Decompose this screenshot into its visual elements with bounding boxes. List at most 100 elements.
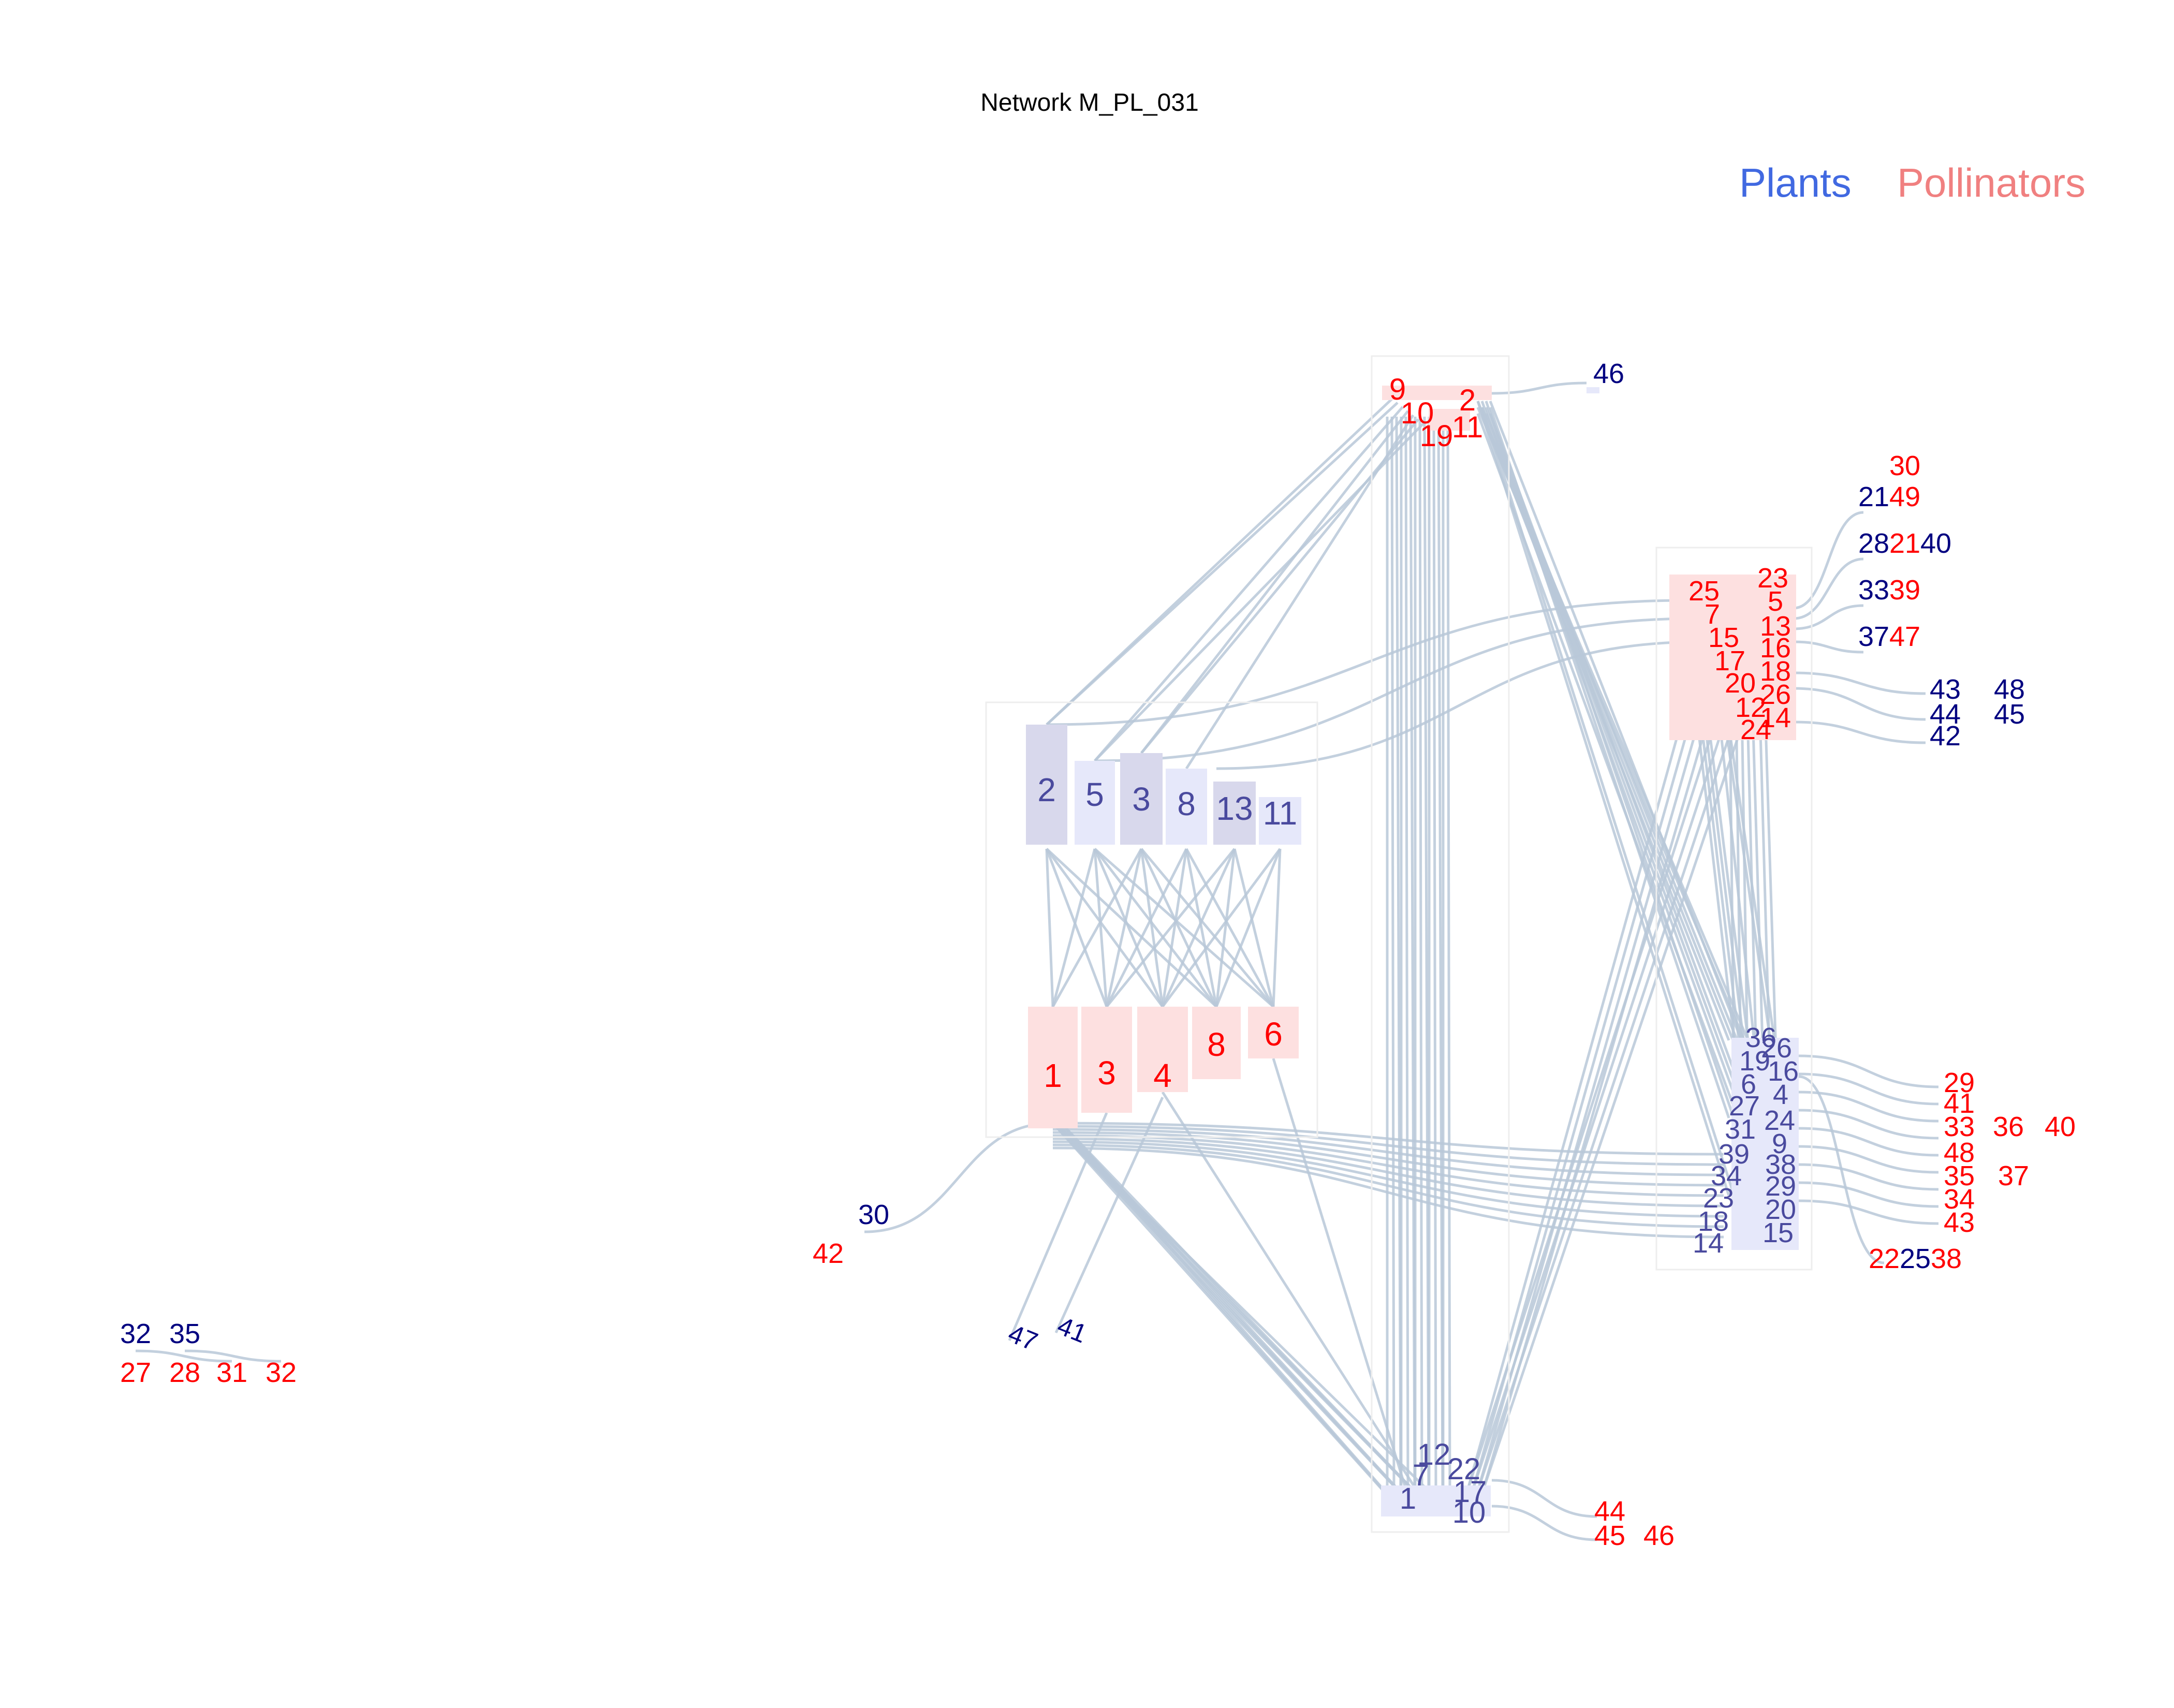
plant-label-34: 34 <box>1711 1160 1742 1191</box>
pollinator-label-7: 7 <box>1705 599 1720 630</box>
module-b-vertical-edge-7 <box>1418 416 1423 1491</box>
legend-plants: Plants <box>1739 160 1852 205</box>
satellite-edge-46 <box>1491 381 1587 395</box>
plant-label-33: 33 <box>1858 575 1889 606</box>
module-c-internal-edge-13 <box>1762 675 1779 1103</box>
pollinator-label-22: 22 <box>1869 1243 1900 1274</box>
pollinator-label-3: 3 <box>1097 1054 1116 1092</box>
edge-a-to-c-plants-4 <box>1052 1134 1724 1197</box>
module-a-edge-23 <box>1215 848 1282 1007</box>
module-b-vertical-edge-13 <box>1446 416 1451 1491</box>
plant-label-40: 40 <box>1920 528 1951 559</box>
module-a-edge-5 <box>1093 848 1108 1007</box>
plant-label-25: 25 <box>1900 1243 1931 1274</box>
pollinator-node-6 <box>1248 1007 1299 1058</box>
pollinator-label-34: 34 <box>1944 1184 1975 1215</box>
plant-node-band-b <box>1381 1485 1491 1516</box>
plant-label-35: 35 <box>169 1318 200 1349</box>
pollinator-label-9: 9 <box>1389 373 1406 406</box>
module-a-edge-22 <box>1161 848 1282 1008</box>
pollinator-node-11 <box>1429 409 1470 431</box>
pollinator-node-1 <box>1028 1007 1078 1128</box>
edge-a-to-c-plants-2 <box>1052 1128 1724 1176</box>
satellite-edge-33 <box>1793 604 1864 630</box>
edge-b-to-c-up-6 <box>1476 718 1737 1491</box>
pollinator-label-41: 41 <box>1944 1088 1975 1119</box>
module-a-edge-4 <box>1051 848 1096 1007</box>
edge-a-to-b-top-1 <box>1046 402 1399 726</box>
pollinator-label-32: 32 <box>266 1357 297 1388</box>
satellite-edge-43 <box>1793 671 1926 695</box>
pollinator-label-25: 25 <box>1688 576 1720 607</box>
plant-label-13: 13 <box>1216 790 1253 827</box>
module-a-edge-21 <box>1233 848 1275 1007</box>
module-a-edge-14 <box>1105 848 1188 1008</box>
module-a-frame <box>985 701 1318 1138</box>
pollinator-label-42: 42 <box>813 1238 844 1269</box>
pollinator-label-26: 26 <box>1760 679 1791 710</box>
edge-a-to-b-top-3 <box>1140 410 1409 754</box>
module-a-edge-24 <box>1272 848 1282 1007</box>
edge-a-to-c-plants-3 <box>1052 1131 1724 1187</box>
pollinator-label-48: 48 <box>1944 1137 1975 1168</box>
edge-a-to-c-pollinators-2 <box>1216 640 1703 770</box>
pollinator-label-19: 19 <box>1420 419 1453 453</box>
edge-a-to-b-extra-0 <box>1272 1058 1409 1496</box>
plant-label-20: 20 <box>1765 1194 1796 1225</box>
plant-label-28: 28 <box>1858 528 1889 559</box>
pollinator-label-8: 8 <box>1207 1026 1226 1063</box>
pollinator-label-47: 47 <box>1889 621 1920 652</box>
plant-label-37: 37 <box>1858 621 1889 652</box>
plant-label-18: 18 <box>1698 1206 1729 1237</box>
satellite-edge-right-7 <box>1798 1181 1939 1208</box>
pollinator-label-45: 45 <box>1594 1520 1625 1551</box>
satellite-edge-37 <box>1793 640 1864 654</box>
plant-label-45: 45 <box>1994 699 2025 730</box>
plant-label-30: 30 <box>858 1199 889 1230</box>
plant-label-10: 10 <box>1452 1496 1486 1529</box>
pollinator-node-band-c <box>1669 575 1796 740</box>
module-a-edge-9 <box>1051 848 1143 1008</box>
pollinator-label-38: 38 <box>1931 1243 1962 1274</box>
edge-a-to-b-top-6 <box>1094 422 1424 762</box>
pollinator-label-1: 1 <box>1044 1057 1062 1094</box>
pollinator-label-27: 27 <box>120 1357 151 1388</box>
plant-node-band-c <box>1731 1038 1799 1250</box>
module-a-edge-1 <box>1045 848 1108 1007</box>
edge-a-to-c-plants-5 <box>1052 1137 1724 1208</box>
pollinator-label-49: 49 <box>1889 481 1920 512</box>
edge-b-to-c-down-11 <box>1489 413 1777 1183</box>
pollinator-label-30: 30 <box>1889 450 1920 481</box>
plant-label-24: 24 <box>1764 1105 1795 1136</box>
node-layer <box>1026 386 1799 1516</box>
module-a-edge-18 <box>1106 848 1236 1008</box>
plant-label-17: 17 <box>1453 1475 1487 1509</box>
plant-label-1: 1 <box>1400 1482 1416 1515</box>
plant-label-5: 5 <box>1085 776 1104 813</box>
satellite-edge-42 <box>1793 720 1926 744</box>
module-a-edge-10 <box>1105 848 1143 1007</box>
plant-label-11: 11 <box>1263 794 1297 832</box>
pollinator-label-37: 37 <box>1998 1160 2029 1191</box>
satellite-edge-47 <box>1008 1112 1108 1341</box>
plant-label-16: 16 <box>1768 1056 1799 1087</box>
legend-pollinators: Pollinators <box>1897 160 2085 205</box>
satellite-edge-44 <box>1793 687 1926 721</box>
plant-label-12: 12 <box>1417 1438 1451 1471</box>
module-c-internal-edge-11 <box>1751 711 1765 1062</box>
plant-label-46: 46 <box>1593 358 1624 389</box>
pollinator-label-12: 12 <box>1735 692 1766 723</box>
satellite-edge-32-b <box>184 1349 282 1363</box>
plant-label-44: 44 <box>1930 699 1961 730</box>
pollinator-label-13: 13 <box>1760 611 1791 642</box>
module-a-edge-19 <box>1161 848 1236 1008</box>
satellite-edge-right-6 <box>1798 1163 1939 1191</box>
plant-label-7: 7 <box>1413 1459 1429 1492</box>
pollinator-label-17: 17 <box>1714 645 1745 676</box>
plant-label-36: 36 <box>1745 1022 1776 1053</box>
module-c-frame <box>1655 547 1813 1271</box>
plant-node-2 <box>1026 725 1067 845</box>
